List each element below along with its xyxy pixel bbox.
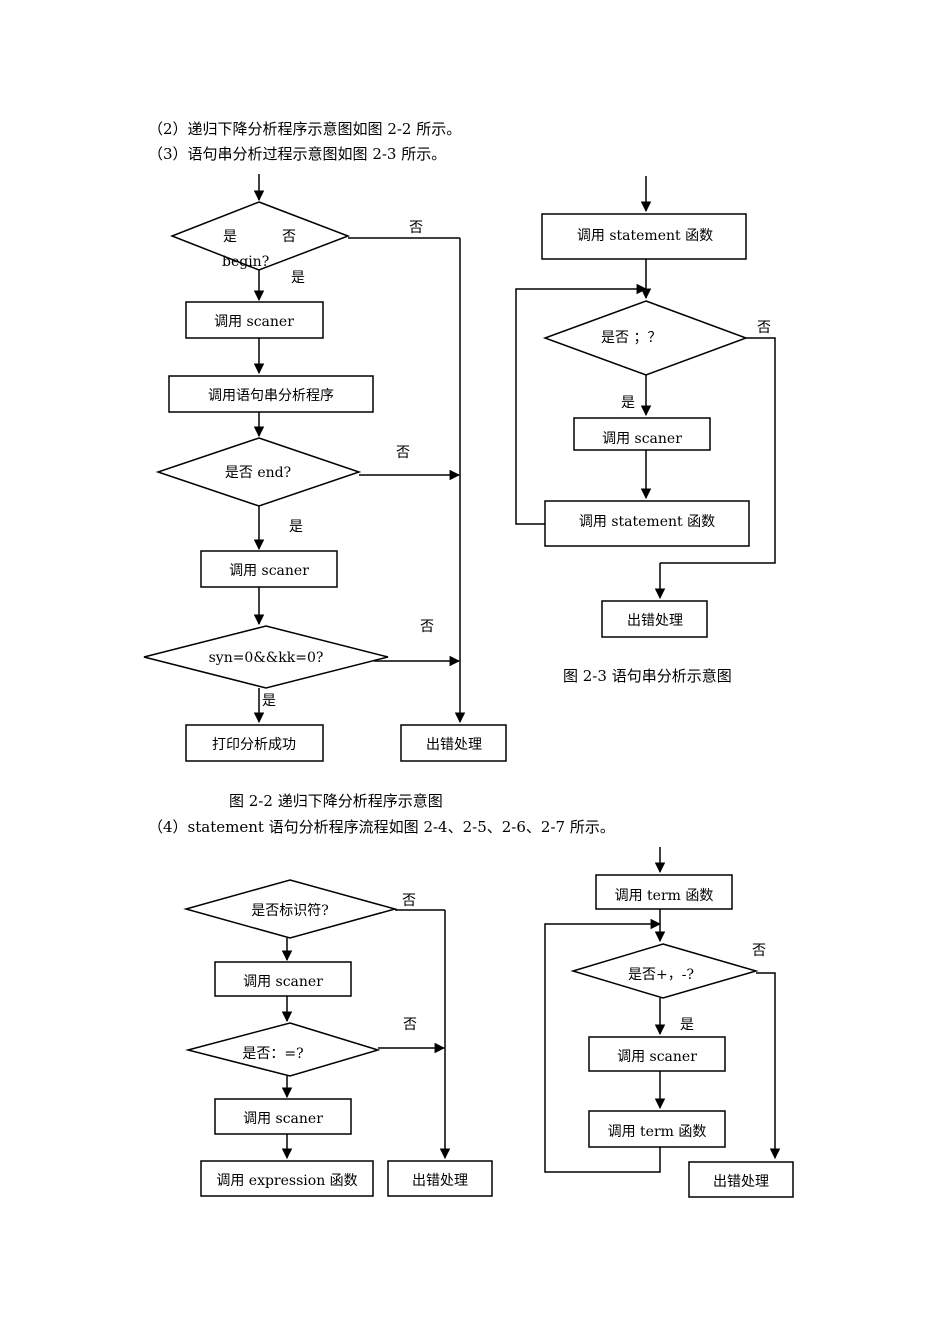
fig22-no-label-3: 否 [420, 619, 434, 635]
fig23-box-error-text: 出错处理 [627, 613, 683, 629]
fig23-box-stmt2-text: 调用 statement 函数 [579, 514, 715, 530]
fig25-box-term1 [595, 874, 733, 910]
fig24-box-expr [200, 1160, 374, 1197]
fig22-box-success [185, 724, 324, 762]
fig25-box-error [688, 1161, 794, 1198]
fig25-no-label: 否 [752, 943, 766, 959]
fig23-box-stmt1-text: 调用 statement 函数 [577, 228, 713, 244]
fig22-box-success-text: 打印分析成功 [212, 736, 296, 753]
fig22-diagram [143, 174, 507, 762]
fig22-box-error [400, 724, 507, 762]
fig23-yes-label: 是 [621, 395, 635, 411]
fig23-box-error [601, 600, 708, 638]
fig24-d1-text: 是否标识符? [251, 903, 329, 919]
fig25-diagram [544, 847, 794, 1198]
fig22-box-scaner1-text: 调用 scaner [214, 314, 294, 330]
fig22-decision-syn [143, 625, 389, 689]
fig25-box-term1-text: 调用 term 函数 [615, 888, 714, 904]
fig25-box-error-text: 出错处理 [713, 1174, 769, 1190]
fig22-box-scaner2-text: 调用 scaner [229, 563, 309, 579]
fig23-diagram [515, 176, 776, 638]
fig24-box-scaner1-text: 调用 scaner [243, 974, 323, 990]
fig25-box-term2 [588, 1110, 726, 1148]
fig25-box-term2-text: 调用 term 函数 [608, 1124, 707, 1140]
fig24-box-scaner1 [214, 961, 352, 997]
fig22-box-stmt-seq [168, 375, 374, 413]
fig23-no-line [660, 337, 776, 564]
fig22-box-error-text: 出错处理 [426, 737, 482, 753]
fig22-no-label-2: 否 [396, 445, 410, 461]
fig25-box-scaner [588, 1036, 726, 1072]
fig22-d1-bottom-text: begin? [222, 254, 269, 270]
fig23-d1-text: 是否 ；？ [601, 330, 661, 346]
fig23-loop-back [515, 283, 648, 525]
paragraph-fig22-intro: （2）递归下降分析程序示意图如图 2-2 所示。 [148, 120, 462, 138]
fig22-d2-text: 是否 end? [225, 465, 291, 481]
fig22-d3-text: syn=0&&kk=0? [209, 650, 324, 666]
fig22-caption: 图 2-2 递归下降分析程序示意图 [229, 792, 443, 810]
fig22-yes-label-1: 是 [291, 270, 305, 286]
fig24-box-scaner2 [214, 1098, 352, 1135]
fig22-yes-label-2: 是 [289, 519, 303, 535]
fig22-box-scaner2 [200, 550, 338, 588]
fig22-no-label-1: 否 [409, 220, 423, 236]
fig24-box-scaner2-text: 调用 scaner [243, 1111, 323, 1127]
fig22-d1-right-text: 否 [282, 229, 296, 245]
fig23-no-label: 否 [757, 320, 771, 336]
fig23-box-stmt1 [541, 213, 747, 260]
fig25-yes-label: 是 [680, 1017, 694, 1033]
fig23-box-scaner-text: 调用 scaner [602, 431, 682, 447]
fig24-diagram [183, 879, 493, 1197]
fig23-caption: 图 2-3 语句串分析示意图 [563, 667, 732, 685]
fig24-box-error [387, 1160, 493, 1197]
paragraph-fig23-intro: （3）语句串分析过程示意图如图 2-3 所示。 [148, 145, 447, 163]
fig24-d2-text: 是否：=? [242, 1046, 303, 1062]
fig24-no-label-2: 否 [403, 1017, 417, 1033]
fig22-yes-label-3: 是 [262, 693, 276, 709]
fig22-box-stmt-seq-text: 调用语句串分析程序 [208, 388, 334, 404]
paragraph-statement-intro: （4）statement 语句分析程序流程如图 2-4、2-5、2-6、2-7 … [148, 818, 615, 836]
fig25-d1-text: 是否+，-? [628, 967, 694, 983]
fig24-no-label-1: 否 [402, 893, 416, 909]
fig22-d1-left-text: 是 [223, 229, 237, 245]
fig25-loop-back [544, 918, 662, 1173]
fig24-decision-identifier [183, 879, 398, 939]
fig24-box-expr-text: 调用 expression 函数 [216, 1173, 357, 1189]
fig24-box-error-text: 出错处理 [412, 1173, 468, 1189]
fig24-decision-assign [185, 1022, 381, 1077]
fig23-box-scaner [573, 417, 711, 451]
fig22-box-scaner1 [185, 301, 324, 339]
fig25-decision-plusminus [570, 943, 759, 999]
fig25-box-scaner-text: 调用 scaner [617, 1049, 697, 1065]
fig25-no-arrow [756, 972, 781, 1160]
